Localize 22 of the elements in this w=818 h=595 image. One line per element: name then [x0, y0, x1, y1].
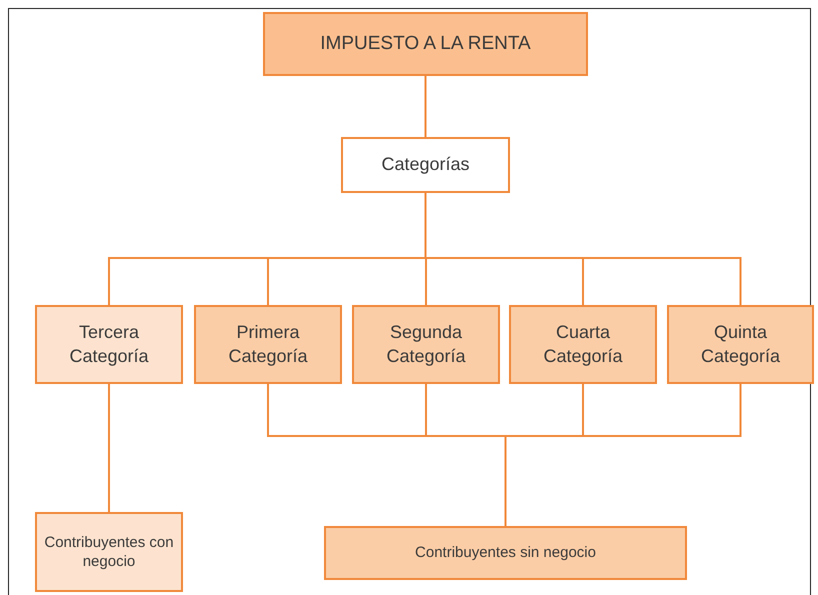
connector-line [424, 76, 426, 137]
category-box [263, 12, 588, 76]
category-box [35, 305, 183, 384]
category-box [352, 305, 500, 384]
box-label: Contribuyentes sin negocio [415, 543, 596, 563]
connector-line [504, 384, 742, 526]
category-box [509, 305, 657, 384]
connector-line [424, 193, 742, 305]
box-label: Categorías [381, 153, 470, 176]
category-box [341, 137, 510, 193]
category-box [194, 305, 342, 384]
connector-line [108, 384, 110, 512]
box-label: Tercera Categoría [68, 321, 150, 368]
category-box [667, 305, 814, 384]
category-box [35, 512, 183, 592]
category-box [324, 526, 687, 580]
box-label: Contribuyentes con negocio [44, 532, 174, 572]
box-label: Primera Categoría [227, 321, 309, 368]
box-label: Cuarta Categoría [542, 321, 624, 368]
box-label: Quinta Categoría [700, 321, 782, 368]
box-label: Segunda Categoría [385, 321, 467, 368]
box-label: IMPUESTO A LA RENTA [320, 32, 531, 56]
